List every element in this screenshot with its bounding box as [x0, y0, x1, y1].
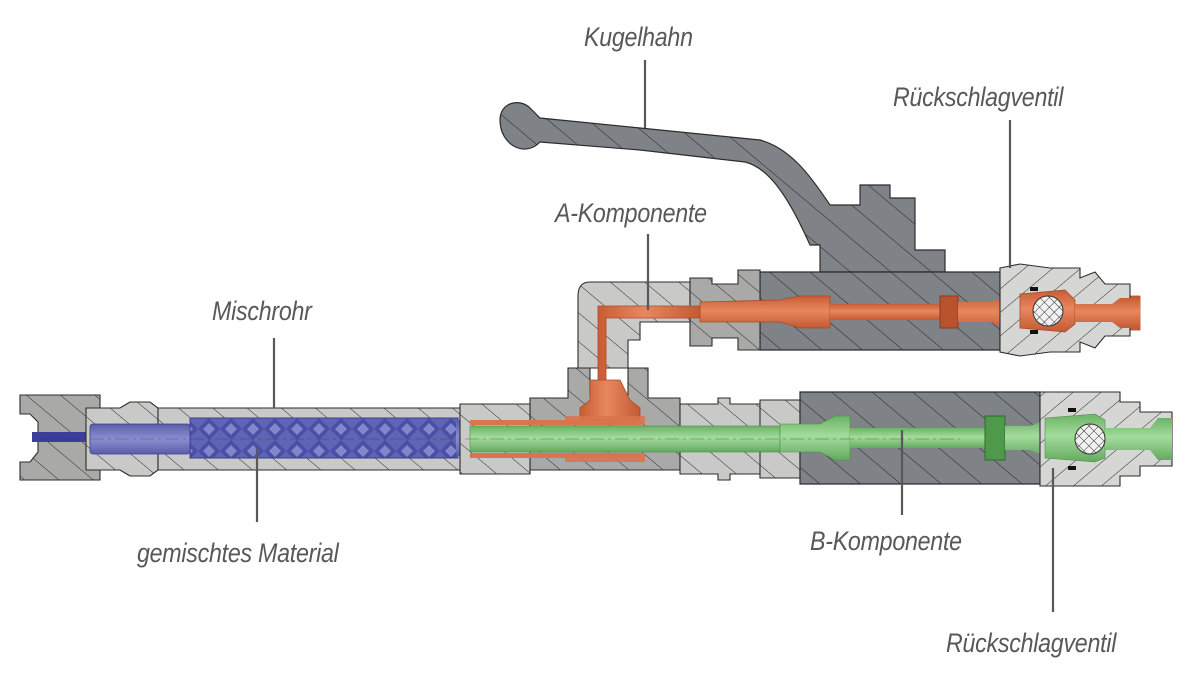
- leader-lines: [255, 60, 1055, 612]
- label-mischrohr: Mischrohr: [212, 296, 312, 326]
- label-kugelhahn: Kugelhahn: [584, 22, 693, 52]
- label-gemischtes-material: gemischtes Material: [137, 538, 339, 568]
- check-valve-a: [999, 263, 1140, 357]
- b-housing-block: [779, 391, 1045, 485]
- label-b-komponente: B-Komponente: [810, 526, 962, 556]
- label-a-komponente: A-Komponente: [555, 198, 707, 228]
- label-rueckschlagventil-a: Rückschlagventil: [893, 82, 1064, 112]
- label-rueckschlagventil-b: Rückschlagventil: [946, 628, 1117, 658]
- mixed-material-channel: [89, 417, 470, 459]
- check-valve-b: [1039, 391, 1173, 487]
- a-component-annulus: [470, 416, 645, 462]
- ball-valve-handle: [499, 102, 946, 273]
